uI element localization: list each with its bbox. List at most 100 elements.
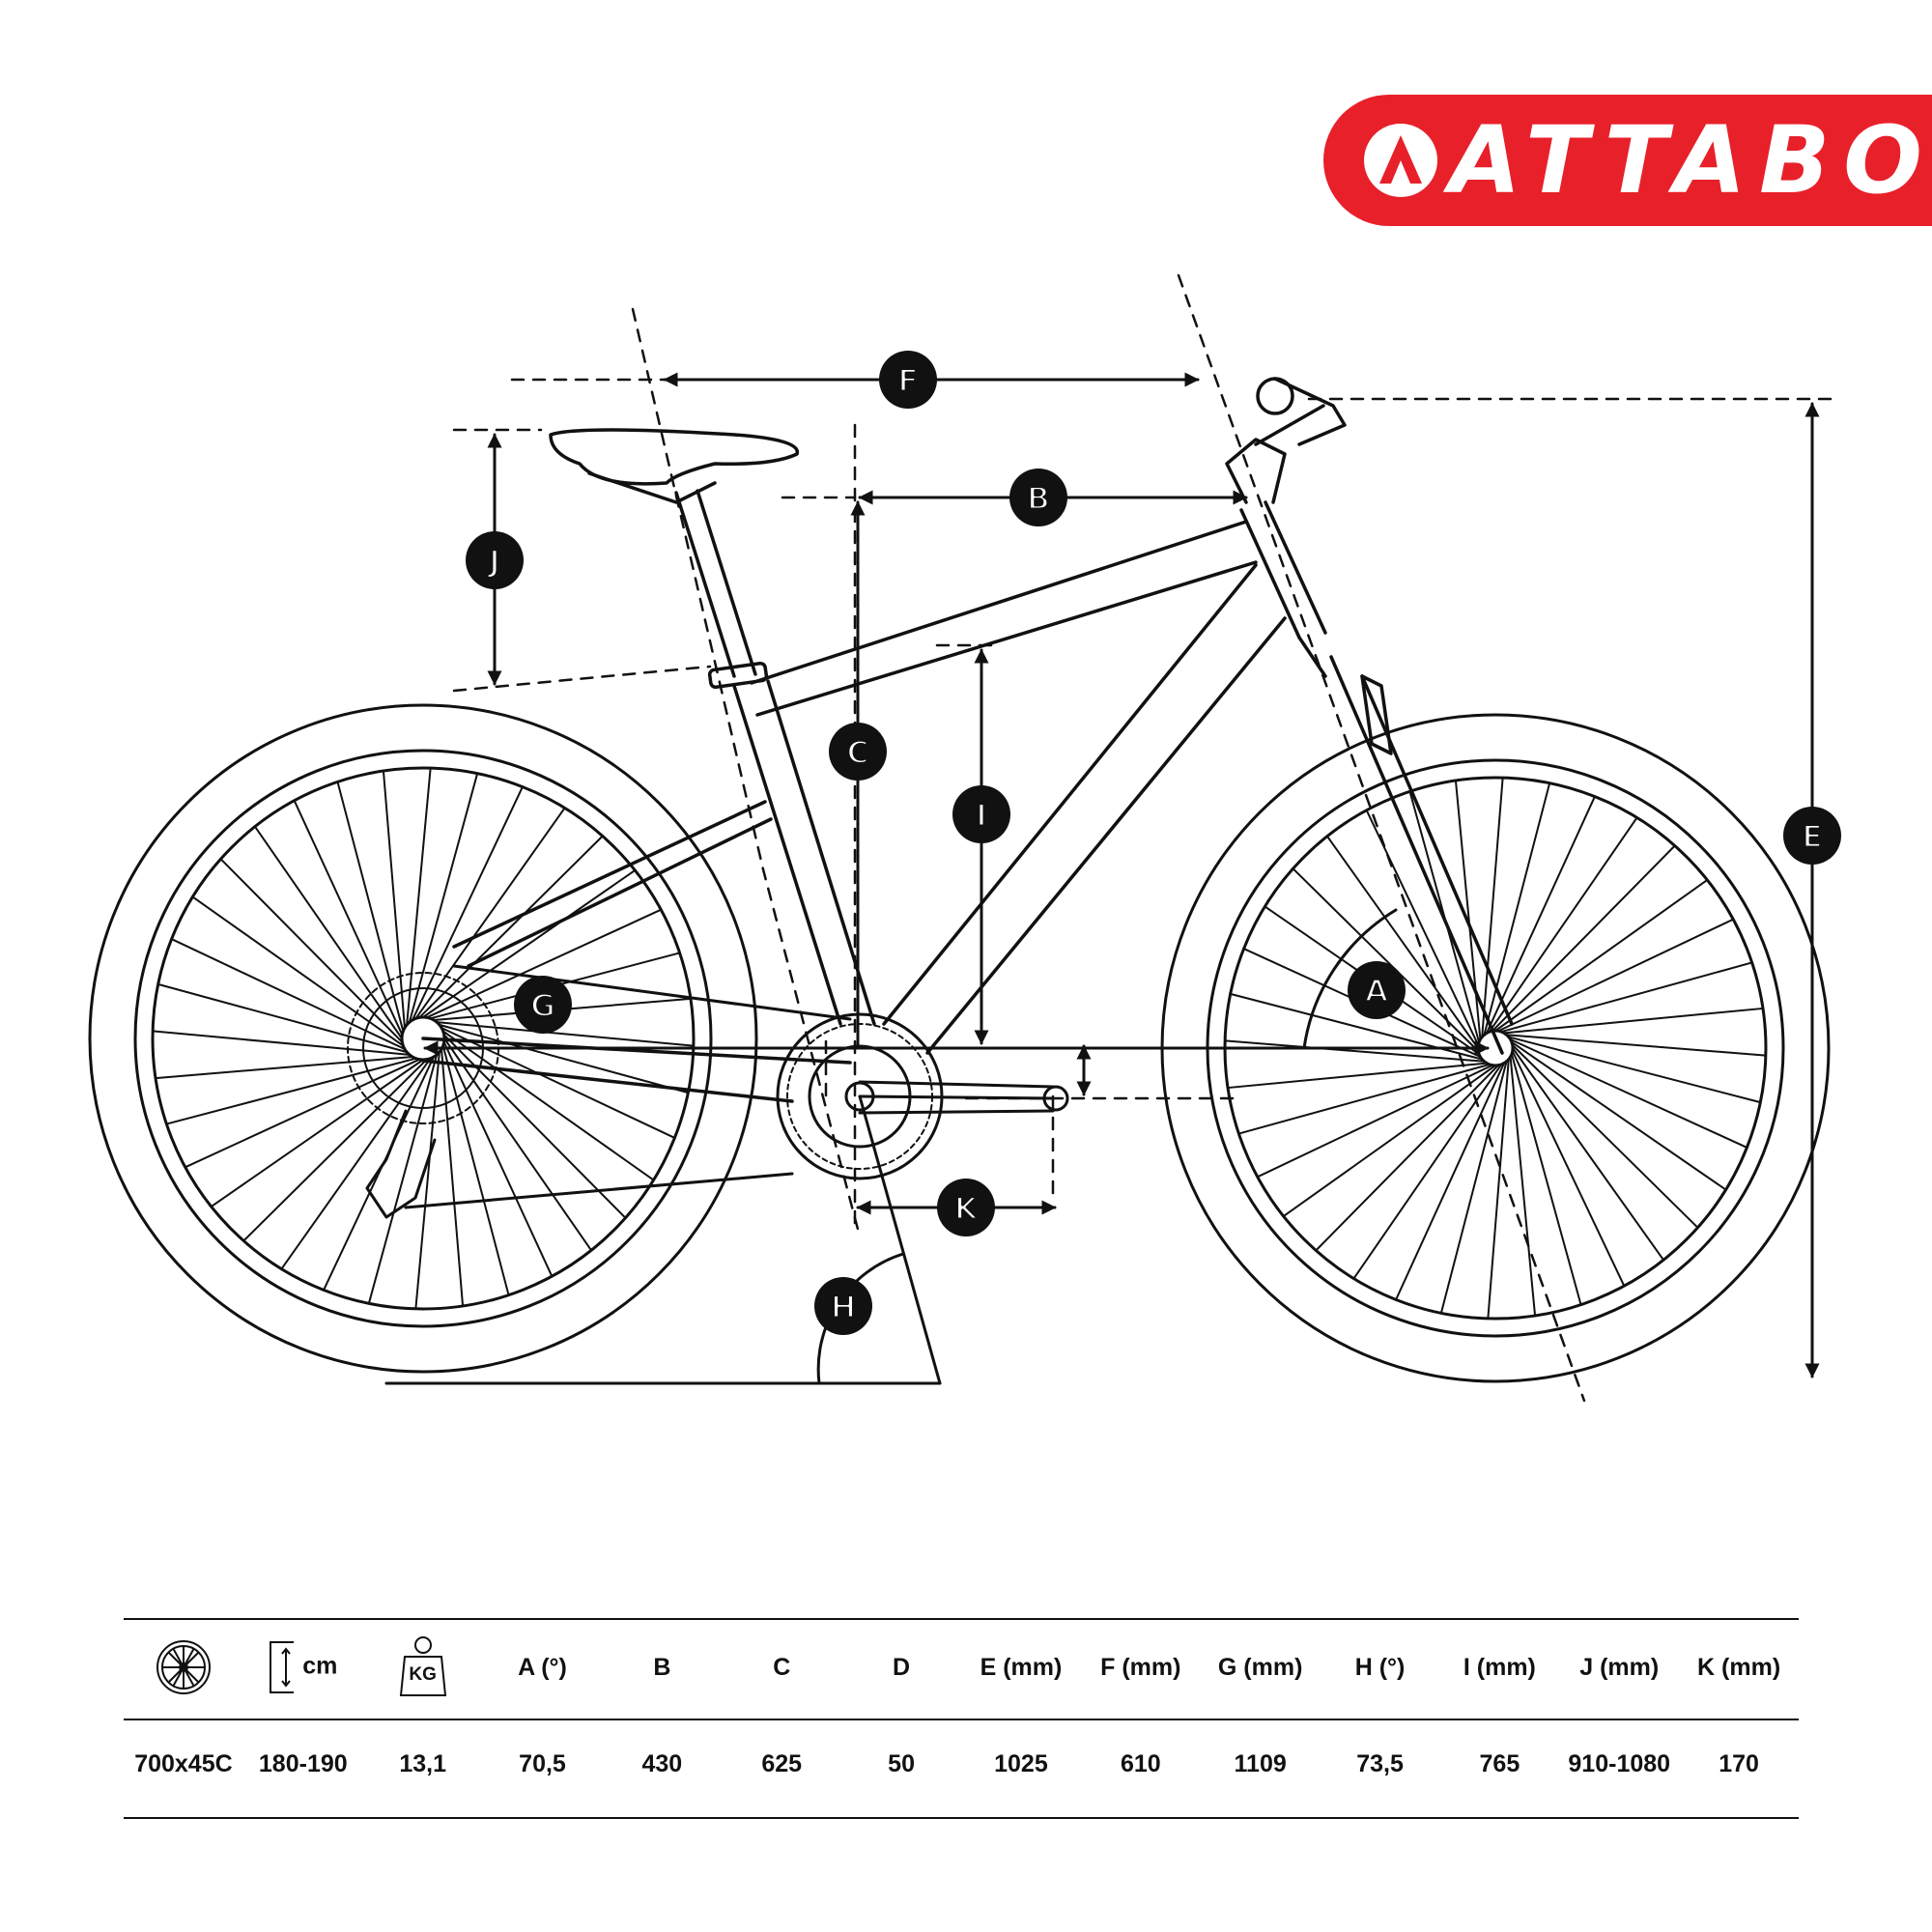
svg-text:E: E (1802, 818, 1823, 855)
value-a: 70,5 (519, 1749, 566, 1777)
height-cm-icon (270, 1641, 295, 1693)
spoke (1224, 1039, 1486, 1063)
svg-text:C: C (846, 734, 868, 771)
spoke (1395, 1062, 1505, 1301)
svg-text:J: J (487, 543, 500, 580)
header-weight: KG (363, 1635, 483, 1699)
svg-text:I: I (976, 797, 987, 834)
spoke (1439, 1060, 1508, 1315)
geometry-table: cm KG A (°) B C D E (mm) F (mm) G (mm) H… (124, 1618, 1799, 1821)
badge-j: J (466, 531, 524, 589)
spoke (152, 1030, 411, 1056)
value-e: 1025 (994, 1749, 1048, 1777)
badge-k: K (937, 1179, 995, 1236)
spoke (1512, 1047, 1665, 1262)
value-weight: 13,1 (399, 1749, 446, 1777)
spoke (1503, 1007, 1764, 1035)
spoke (443, 1037, 593, 1252)
value-c: 625 (761, 1749, 803, 1777)
spoke (1282, 1065, 1496, 1218)
value-h: 73,5 (1356, 1749, 1404, 1777)
spoke (441, 1044, 510, 1296)
value-f: 610 (1120, 1749, 1161, 1777)
badge-i: I (952, 785, 1010, 843)
spoke (210, 1059, 424, 1208)
badge-g: G (514, 976, 572, 1034)
header-wheel (124, 1639, 243, 1695)
header-h: H (°) (1354, 1653, 1406, 1681)
table-value-row: 700x45C 180-190 13,1 70,5 430 625 50 102… (124, 1732, 1799, 1796)
spoke (1500, 961, 1753, 1034)
spoke (1488, 816, 1638, 1034)
spoke (1481, 777, 1504, 1038)
spoke (165, 1057, 417, 1125)
spoke (293, 799, 404, 1037)
table-rule-middle (124, 1719, 1799, 1720)
saddle (549, 428, 799, 504)
spoke (1237, 1063, 1491, 1135)
table-rule-bottom (124, 1817, 1799, 1819)
svg-text:K: K (954, 1190, 980, 1227)
spoke (414, 1051, 440, 1310)
spoke (418, 835, 604, 1019)
spoke (155, 1056, 413, 1080)
spoke (1510, 1040, 1727, 1191)
value-g: 1109 (1234, 1749, 1287, 1777)
spoke (425, 908, 663, 1019)
value-wheel: 700x45C (134, 1749, 233, 1777)
spoke (1507, 1036, 1762, 1104)
spoke (1487, 1058, 1510, 1320)
spoke (438, 1023, 690, 1094)
badge-f: F (879, 351, 937, 409)
spoke (414, 807, 566, 1020)
spoke (1227, 1062, 1488, 1090)
header-height: cm (243, 1640, 363, 1694)
spoke (442, 1040, 554, 1278)
rear-wheel (88, 703, 758, 1374)
spoke (156, 982, 409, 1054)
brand-name: ATTABO (1449, 106, 1932, 214)
header-b: B (653, 1653, 671, 1681)
spoke (440, 1048, 465, 1307)
value-d: 50 (888, 1749, 915, 1777)
header-f: F (mm) (1100, 1653, 1181, 1681)
svg-text:B: B (1027, 480, 1050, 517)
svg-text:F: F (897, 362, 919, 399)
badge-c: C (829, 723, 887, 781)
value-k: 170 (1719, 1749, 1759, 1777)
spoke (184, 1058, 421, 1169)
header-d: D (893, 1653, 911, 1681)
wheel-icon (156, 1640, 211, 1694)
spoke (382, 770, 406, 1029)
svg-text:H: H (831, 1289, 857, 1325)
svg-text:G: G (530, 987, 555, 1024)
spoke (367, 1053, 439, 1305)
value-b: 430 (641, 1749, 683, 1777)
value-height: 180-190 (258, 1749, 348, 1777)
svg-text:A: A (1365, 973, 1389, 1009)
spoke (1256, 1064, 1493, 1179)
spoke (1315, 1064, 1500, 1252)
spoke (191, 895, 405, 1047)
spoke (1497, 918, 1735, 1033)
spoke (336, 781, 405, 1033)
spoke (1505, 1034, 1767, 1057)
spoke (323, 1056, 435, 1292)
badge-b: B (1009, 469, 1067, 526)
value-i: 765 (1479, 1749, 1520, 1777)
header-a: A (°) (518, 1653, 567, 1681)
weight-unit-label: KG (409, 1664, 437, 1685)
spoke (1486, 795, 1596, 1035)
badge-e: E (1783, 807, 1841, 865)
badge-a: A (1348, 961, 1406, 1019)
header-i: I (mm) (1463, 1653, 1536, 1681)
header-e: E (mm) (980, 1653, 1063, 1681)
table-rule-top (124, 1618, 1799, 1620)
spoke (1494, 878, 1709, 1032)
spoke (422, 868, 637, 1018)
header-c: C (773, 1653, 791, 1681)
spoke (1509, 1056, 1537, 1317)
spoke (406, 767, 432, 1026)
spoke (1292, 867, 1480, 1053)
spoke (441, 1030, 655, 1181)
